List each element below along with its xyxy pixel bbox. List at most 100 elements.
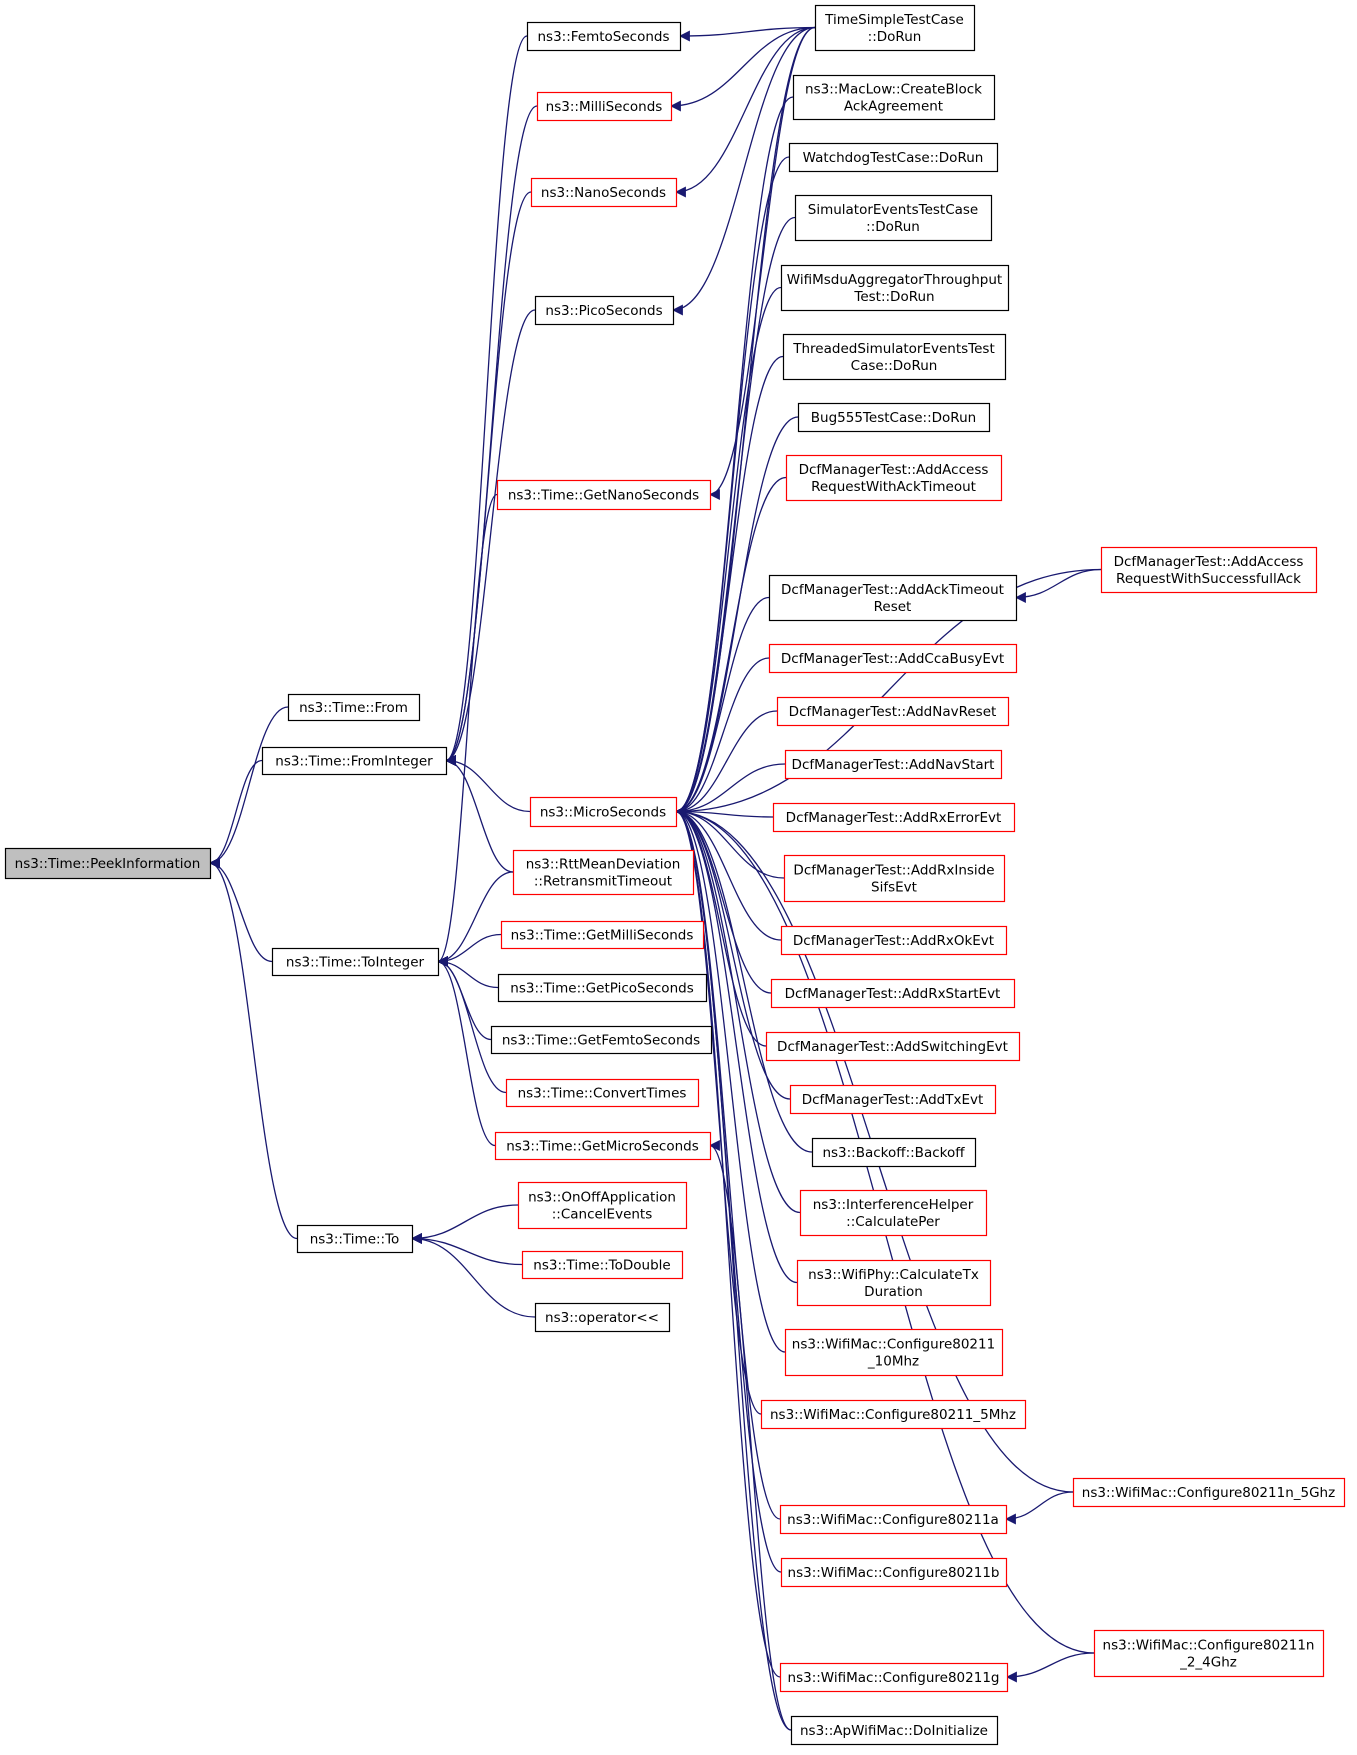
node-to[interactable]: ns3::Time::To (296, 1224, 414, 1254)
node-onoff[interactable]: ns3::OnOffApplication::CancelEvents (517, 1181, 688, 1230)
node-convert[interactable]: ns3::Time::ConvertTimes (505, 1078, 700, 1108)
node-label: ns3::Backoff::Backoff (822, 1145, 965, 1161)
node-label: DcfManagerTest::AddTxEvt (802, 1092, 984, 1108)
node-getnano[interactable]: ns3::Time::GetNanoSeconds (496, 479, 712, 511)
node-getmilli[interactable]: ns3::Time::GetMilliSeconds (500, 920, 705, 950)
edge-dcfnavstart-to-micro (674, 763, 786, 817)
node-conf11n5[interactable]: ns3::WifiMac::Configure80211n_5Ghz (1072, 1477, 1346, 1508)
node-toint[interactable]: ns3::Time::ToInteger (271, 947, 440, 977)
edge-toint-to-peek (208, 857, 273, 963)
node-box (779, 1662, 1009, 1693)
node-box (517, 1181, 688, 1230)
node-dcfswitch[interactable]: DcfManagerTest::AddSwitchingEvt (765, 1031, 1021, 1062)
edge-rtt-to-toint (436, 871, 514, 967)
node-label: ns3::RttMeanDeviation (526, 857, 681, 873)
edge-nano-to-fromint (444, 191, 532, 766)
node-label: Case::DoRun (851, 358, 938, 374)
node-conf11b[interactable]: ns3::WifiMac::Configure80211b (780, 1557, 1008, 1588)
node-dcftx[interactable]: DcfManagerTest::AddTxEvt (789, 1084, 997, 1115)
node-label: ns3::WifiPhy::CalculateTx (808, 1267, 979, 1283)
node-label: ns3::Time::GetPicoSeconds (510, 981, 693, 997)
node-dcfnavstart[interactable]: DcfManagerTest::AddNavStart (784, 749, 1003, 780)
node-box (768, 574, 1018, 622)
edge-pico-to-fromint (444, 309, 536, 766)
edge-wifimsdu-to-micro (674, 286, 782, 817)
node-dcfcca[interactable]: DcfManagerTest::AddCcaBusyEvt (768, 643, 1018, 674)
node-label: WifiMsduAggregatorThroughput (787, 272, 1002, 288)
node-conf10[interactable]: ns3::WifiMac::Configure80211_10Mhz (784, 1328, 1004, 1377)
node-dcfrxstart[interactable]: DcfManagerTest::AddRxStartEvt (770, 978, 1016, 1009)
node-box (534, 1302, 671, 1333)
node-getmicro[interactable]: ns3::Time::GetMicroSeconds (494, 1131, 712, 1161)
node-femto[interactable]: ns3::FemtoSeconds (526, 21, 682, 52)
node-timesimple[interactable]: TimeSimpleTestCase::DoRun (814, 4, 976, 52)
node-backoff[interactable]: ns3::Backoff::Backoff (811, 1137, 977, 1168)
node-dcfrxok[interactable]: DcfManagerTest::AddRxOkEvt (780, 925, 1008, 956)
node-label: ns3::WifiMac::Configure80211n (1103, 1638, 1315, 1654)
node-box (4, 847, 212, 880)
edge-backoff-to-micro (674, 806, 813, 1153)
node-label: ns3::OnOffApplication (528, 1190, 676, 1206)
node-label: ::DoRun (868, 29, 922, 45)
edge-dcfnavreset-to-micro (674, 710, 778, 817)
node-label: DcfManagerTest::AddAckTimeout (781, 582, 1004, 598)
node-watchdog[interactable]: WatchdogTestCase::DoRun (788, 142, 999, 173)
node-box (534, 295, 675, 326)
node-box (783, 854, 1006, 903)
node-label: _10Mhz (867, 1354, 919, 1370)
node-box (797, 402, 991, 433)
node-fromint[interactable]: ns3::Time::FromInteger (261, 746, 448, 776)
edge-timesimple-to-milli (669, 26, 816, 112)
edge-dcfaccesssucc-to-micro (674, 568, 1102, 817)
node-label: DcfManagerTest::AddAccess (799, 462, 989, 478)
node-todouble[interactable]: ns3::Time::ToDouble (521, 1250, 684, 1280)
nodes-layer: ns3::Time::PeekInformationns3::Time::Fro… (4, 4, 1346, 1746)
node-box (1093, 1629, 1325, 1678)
node-label: ns3::MacLow::CreateBlock (805, 82, 982, 98)
node-label: ns3::WifiMac::Configure80211 (792, 1337, 995, 1353)
node-box (780, 264, 1010, 312)
node-oplt[interactable]: ns3::operator<< (534, 1302, 671, 1333)
node-dcfaccesssucc[interactable]: DcfManagerTest::AddAccessRequestWithSucc… (1100, 546, 1318, 594)
node-label: AckAgreement (844, 99, 943, 115)
node-getfemto[interactable]: ns3::Time::GetFemtoSeconds (490, 1025, 713, 1055)
edge-from-to-peek (208, 706, 289, 869)
node-box (789, 1084, 997, 1115)
edge-oplt-to-to (410, 1233, 536, 1318)
node-interf[interactable]: ns3::InterferenceHelper::CalculatePer (799, 1189, 988, 1237)
node-label: ns3::WifiMac::Configure80211g (788, 1670, 1000, 1686)
node-conf5[interactable]: ns3::WifiMac::Configure80211_5Mhz (760, 1399, 1027, 1430)
edge-conf11n5-to-conf11a (1004, 1491, 1074, 1525)
edge-threaded-to-micro (674, 355, 784, 817)
node-label: DcfManagerTest::AddAccess (1114, 554, 1304, 570)
node-box (772, 802, 1016, 833)
node-label: RequestWithAckTimeout (811, 479, 976, 495)
node-getpico[interactable]: ns3::Time::GetPicoSeconds (497, 973, 708, 1003)
node-rtt[interactable]: ns3::RttMeanDeviation::RetransmitTimeout (512, 849, 695, 896)
node-from[interactable]: ns3::Time::From (287, 693, 421, 722)
node-box (530, 177, 678, 208)
node-conf11a[interactable]: ns3::WifiMac::Configure80211a (779, 1504, 1008, 1535)
node-label: ns3::Time::To (310, 1232, 400, 1248)
node-micro[interactable]: ns3::MicroSeconds (529, 796, 678, 828)
node-milli[interactable]: ns3::MilliSeconds (536, 91, 673, 122)
node-dcfnavreset[interactable]: DcfManagerTest::AddNavReset (776, 696, 1010, 727)
node-dcfrxerror[interactable]: DcfManagerTest::AddRxErrorEvt (772, 802, 1016, 833)
node-bug555[interactable]: Bug555TestCase::DoRun (797, 402, 991, 433)
node-pico[interactable]: ns3::PicoSeconds (534, 295, 675, 326)
node-conf11g[interactable]: ns3::WifiMac::Configure80211g (779, 1662, 1009, 1693)
edge-timesimple-to-pico (671, 26, 816, 316)
node-box (792, 74, 996, 121)
node-dcfaccessack[interactable]: DcfManagerTest::AddAccessRequestWithAckT… (785, 454, 1003, 502)
node-apwifi[interactable]: ns3::ApWifiMac::DoInitialize (790, 1715, 999, 1746)
node-nano[interactable]: ns3::NanoSeconds (530, 177, 678, 208)
node-conf11n24[interactable]: ns3::WifiMac::Configure80211n_2_4Ghz (1093, 1629, 1325, 1678)
node-label: DcfManagerTest::AddRxInside (793, 863, 994, 879)
node-simevents[interactable]: SimulatorEventsTestCase::DoRun (794, 194, 993, 242)
